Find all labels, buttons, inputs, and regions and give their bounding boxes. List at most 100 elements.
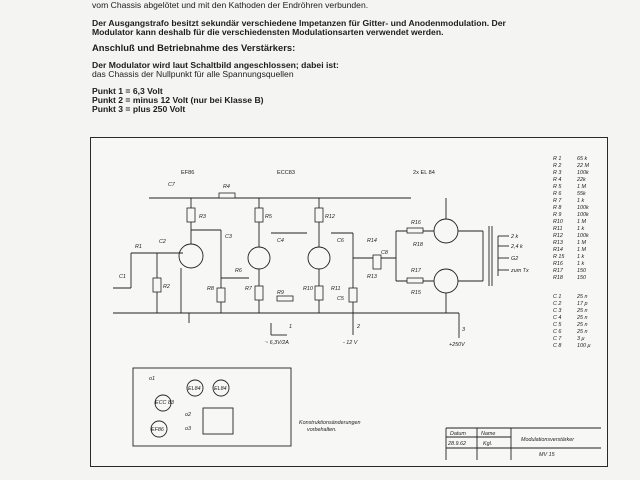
tube-label-ecc83: ECC83: [277, 170, 295, 176]
label-r15: R15: [411, 290, 422, 296]
title-block-date: 28.9.62: [447, 441, 466, 447]
layout-point-1: o1: [149, 376, 155, 382]
text-line-1: Der Ausgangstrafo besitzt sekundär versc…: [92, 18, 506, 28]
node-1: 1: [289, 324, 292, 330]
parts-r-val: 1 M: [577, 184, 586, 190]
parts-r-val: 1 M: [577, 247, 586, 253]
parts-c-id: C 1: [553, 294, 561, 300]
label-r17: R17: [411, 268, 422, 274]
parts-r-val: 150: [577, 275, 586, 281]
parts-c-id: C 8: [553, 343, 561, 349]
parts-r-id: R13: [553, 240, 563, 246]
parts-r-id: R16: [553, 261, 563, 267]
label-r18: R18: [413, 242, 423, 248]
socket-label-ef86: EF86: [151, 427, 164, 433]
socket-label-el84-2: EL84: [214, 386, 227, 392]
label-r11: R11: [331, 286, 341, 292]
parts-r-val: 1 M: [577, 240, 586, 246]
parts-r-id: R 4: [553, 177, 561, 183]
parts-c-id: C 5: [553, 322, 562, 328]
label-r8: R8: [207, 286, 214, 292]
label-c3: C3: [225, 234, 232, 240]
parts-r-val: 100k: [577, 233, 589, 239]
text-line-0: vom Chassis abgelötet und mit den Kathod…: [92, 0, 369, 10]
supply-label-b-plus: +250V: [449, 342, 466, 348]
label-c8: C8: [381, 250, 388, 256]
paragraph-2: das Chassis der Nullpunkt für alle Spann…: [92, 69, 294, 79]
label-r6: R6: [235, 268, 242, 274]
output-label-24k: 2,4 k: [510, 244, 523, 250]
socket-label-el84-1: EL84: [188, 386, 201, 392]
point-1: Punkt 1 = 6,3 Volt: [92, 86, 163, 96]
schematic-sheet: EF86 ECC83 2x EL 84 C7 R4 R3 C2 C3 R5 C4…: [90, 137, 608, 467]
parts-r-val: 1 k: [577, 198, 584, 204]
parts-c-id: C 3: [553, 308, 561, 314]
parts-r-id: R 3: [553, 170, 561, 176]
parts-c-id: C 7: [553, 336, 562, 342]
label-r3: R3: [199, 214, 206, 220]
label-r4: R4: [223, 184, 230, 190]
parts-r-val: 150: [577, 268, 586, 274]
layout-point-3: o3: [185, 426, 191, 432]
parts-r-val: 22 M: [576, 163, 589, 169]
parts-c-val: 17 p: [577, 301, 588, 307]
parts-c-val: 3 μ: [577, 336, 584, 342]
parts-r-val: 100k: [577, 212, 589, 218]
tube-label-el84: 2x EL 84: [413, 170, 435, 176]
parts-r-id: R 2: [553, 163, 561, 169]
node-3: 3: [462, 327, 465, 333]
label-r5: R5: [265, 214, 273, 220]
label-r2: R2: [163, 284, 170, 290]
parts-r-val: 100k: [577, 205, 589, 211]
title-block-title: Modulationsverstärker: [521, 437, 574, 443]
label-c1: C1: [119, 274, 126, 280]
note-line-1: Konstruktionsänderungen: [299, 420, 360, 426]
output-label-2k: 2 k: [510, 234, 518, 240]
output-label-g2: G2: [511, 256, 518, 262]
title-block-datum: Datum: [450, 431, 466, 437]
layout-point-2: o2: [185, 412, 191, 418]
label-c4: C4: [277, 238, 284, 244]
parts-r-val: 55k: [577, 191, 586, 197]
parts-r-id: R18: [553, 275, 563, 281]
label-c7: C7: [168, 182, 176, 188]
point-3: Punkt 3 = plus 250 Volt: [92, 104, 186, 114]
schematic-drawing: EF86 ECC83 2x EL 84 C7 R4 R3 C2 C3 R5 C4…: [113, 156, 601, 460]
title-block-signature: Kgl.: [483, 441, 492, 447]
parts-r-val: 65 k: [577, 156, 587, 162]
parts-r-val: 1 M: [577, 219, 586, 225]
parts-r-id: R14: [553, 247, 563, 253]
supply-label-bias: - 12 V: [343, 340, 359, 346]
node-2: 2: [356, 324, 360, 330]
label-r9: R9: [277, 290, 284, 296]
parts-r-val: 1 k: [577, 226, 584, 232]
parts-r-id: R 1: [553, 156, 561, 162]
parts-r-id: R 15: [553, 254, 565, 260]
point-2: Punkt 2 = minus 12 Volt (nur bei Klasse …: [92, 95, 264, 105]
parts-r-val: 1 k: [577, 254, 584, 260]
parts-r-id: R 8: [553, 205, 561, 211]
parts-c-val: 25 n: [576, 315, 588, 321]
text-line-2: Modulator kann deshalb für die verschied…: [92, 27, 444, 37]
label-r14: R14: [367, 238, 377, 244]
parts-r-id: R12: [553, 233, 563, 239]
label-r13: R13: [367, 274, 377, 280]
label-r10: R10: [303, 286, 313, 292]
parts-c-id: C 6: [553, 329, 561, 335]
label-r7: R7: [245, 286, 253, 292]
parts-r-id: R 7: [553, 198, 562, 204]
parts-c-val: 25 n: [576, 322, 588, 328]
parts-r-val: 1 k: [577, 261, 584, 267]
parts-c-val: 25 n: [576, 308, 588, 314]
parts-c-id: C 2: [553, 301, 561, 307]
note-line-2: vorbehalten.: [307, 427, 337, 433]
label-r16: R16: [411, 220, 421, 226]
parts-r-id: R17: [553, 268, 564, 274]
label-c6: C6: [337, 238, 344, 244]
section-heading: Anschluß und Betriebnahme des Verstärker…: [92, 42, 296, 53]
parts-r-id: R 5: [553, 184, 562, 190]
title-block-model: MV 15: [539, 452, 556, 458]
parts-c-val: 25 n: [576, 329, 588, 335]
parts-c-val: 100 μ: [577, 343, 590, 349]
parts-r-id: R10: [553, 219, 563, 225]
